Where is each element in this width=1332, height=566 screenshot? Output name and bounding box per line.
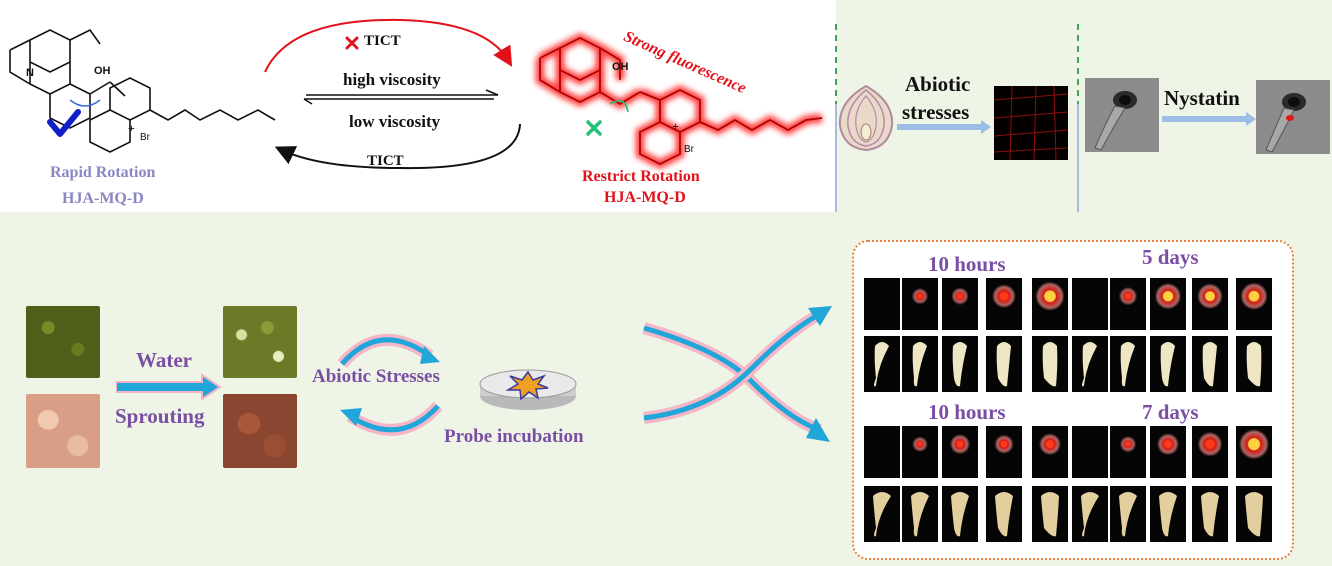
water-label: Water [136,348,192,372]
peanut-fluor-time-label: 10 hours [928,400,1006,424]
low-viscosity-label: low viscosity [349,112,441,131]
mung-seedling-cell [1236,336,1272,392]
mung-fluor-time-label: 10 hours [928,252,1006,276]
sprouted-mung-bean-image [223,306,297,378]
right-plus-label: + [672,119,679,133]
tict-bottom-label: TICT [367,153,404,169]
tict-bottom-arrow [274,123,521,170]
water-arrow [116,373,222,401]
sprouted-peanut-image [223,394,297,468]
rapid-rotation-label: Rapid Rotation [50,164,156,181]
mung-late-time-label: 5 days [1142,245,1199,269]
arrow-right-icon-2 [1162,112,1256,126]
mung-fluor-cell [1150,278,1186,330]
abiotic-cycle-arrows [337,333,443,436]
right-molecule [539,36,823,166]
peanut-seedling-cell [1110,486,1146,542]
right-br-label: Br [684,144,695,155]
left-br-label: Br [140,132,151,143]
probe-incubation-label: Probe incubation [444,426,584,447]
arrow-right-icon [897,120,991,134]
peanut-fluor-cell [864,426,900,478]
petri-dish-icon [479,369,577,410]
mung-seedling-cell [1110,336,1146,392]
mung-bean-seeds-image [26,306,100,378]
peanut-seedling-cell [864,486,900,542]
green-x-icon [586,120,602,136]
left-molecule-name: HJA-MQ-D [62,190,144,207]
peanut-fluor-cell [1236,426,1272,478]
peanut-seeds-image [26,394,100,468]
peanut-seedling-cell [902,486,938,542]
sprouting-label: Sprouting [115,404,205,428]
peanut-seedling-cell [1072,486,1108,542]
peanut-fluor-cell [1032,426,1068,478]
restrict-rotation-label: Restrict Rotation [582,168,700,185]
mung-seedling-cell [864,336,900,392]
mung-fluor-cell [1072,278,1108,330]
mung-seedling-cell [942,336,978,392]
mung-seedling-cell [986,336,1022,392]
mung-seedling-cell [1032,336,1068,392]
tict-top-label: TICT [364,33,401,49]
right-oh-label: OH [612,61,629,73]
peanut-seedling-cell [942,486,978,542]
mechanism-scheme: OH N + Br OH + Br [9,18,823,170]
peanut-seedling-cell [1032,486,1068,542]
onion-cell-image [994,86,1068,160]
peanut-fluor-cell [942,426,978,478]
mung-seedling-cell [1192,336,1228,392]
crossing-arrows [642,306,832,442]
mung-fluor-cell [942,278,978,330]
left-n-label: N [26,67,34,79]
left-molecule [9,28,276,153]
abiotic-label: Abiotic [905,72,971,96]
peanut-seedling-cell [1150,486,1186,542]
abiotic-stresses-label: Abiotic Stresses [312,366,440,387]
mung-seedling-cell [902,336,938,392]
peanut-fluor-cell [1192,426,1228,478]
mung-fluor-cell [1236,278,1272,330]
divider-lines [835,24,1079,212]
check-icon [47,109,81,137]
high-viscosity-label: high viscosity [343,70,441,89]
mung-seedling-cell [1150,336,1186,392]
stresses-label-text: stresses [902,100,970,124]
mung-fluor-cell [1192,278,1228,330]
mung-fluor-cell [902,278,938,330]
mung-fluor-cell [864,278,900,330]
tict-top-arrow [264,18,513,73]
peanut-fluor-cell [1110,426,1146,478]
mung-fluor-cell [1032,278,1068,330]
mung-fluor-cell [1110,278,1146,330]
peanut-seedling-cell [1236,486,1272,542]
peanut-fluor-cell [902,426,938,478]
nystatin-label: Nystatin [1164,86,1240,110]
mung-fluor-cell [986,278,1022,330]
zebrafish-image [1085,78,1159,152]
x-mark-icon [345,36,359,50]
peanut-seedling-cell [986,486,1022,542]
peanut-fluor-cell [986,426,1022,478]
peanut-seedling-cell [1192,486,1228,542]
left-plus-label: + [128,121,135,135]
onion-image [838,84,894,152]
zebrafish-treated-image [1256,80,1330,154]
right-molecule-name: HJA-MQ-D [604,189,686,206]
left-oh-label: OH [94,65,111,77]
mung-seedling-cell [1072,336,1108,392]
peanut-fluor-cell [1150,426,1186,478]
peanut-late-time-label: 7 days [1142,400,1199,424]
peanut-fluor-cell [1072,426,1108,478]
